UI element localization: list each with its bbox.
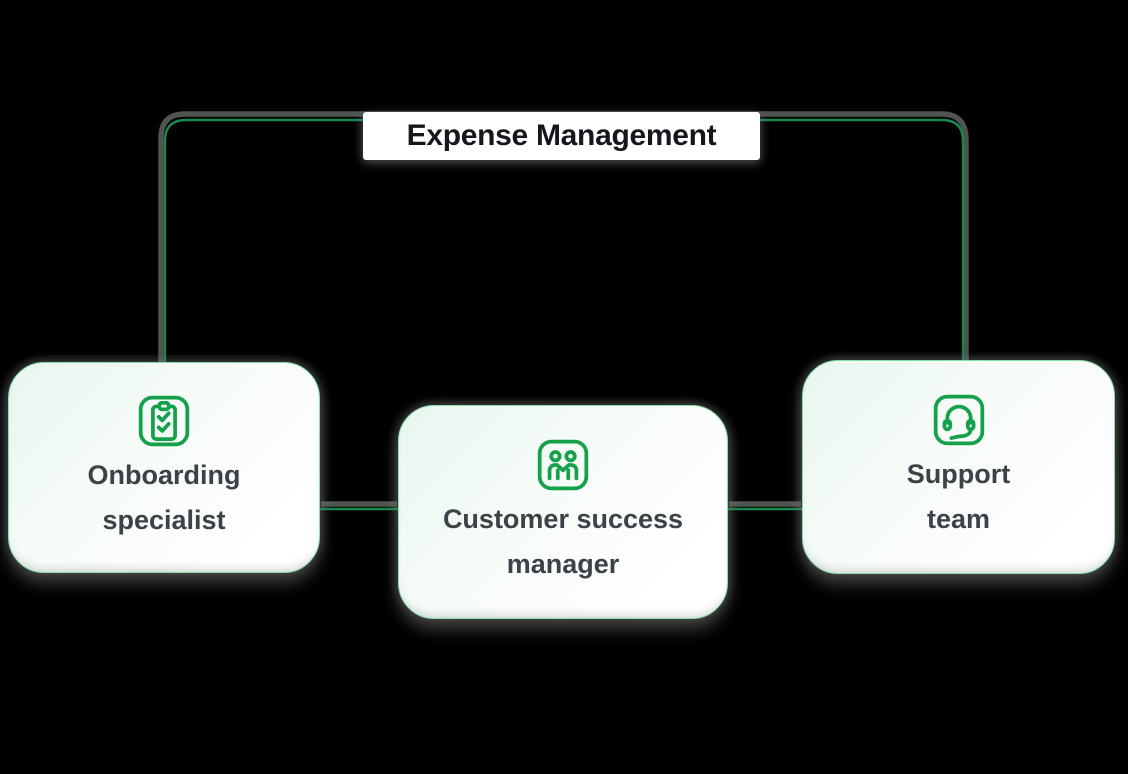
node-label: Onboarding specialist: [88, 453, 241, 543]
node-card-customer-success-manager[interactable]: Customer success manager: [398, 405, 728, 619]
node-label: Customer success manager: [443, 497, 683, 587]
node-label-line2: specialist: [102, 505, 226, 535]
people-pair-icon: [537, 439, 589, 491]
node-label-line2: team: [926, 504, 990, 534]
node-card-onboarding-specialist[interactable]: Onboarding specialist: [8, 362, 320, 573]
diagram-title: Expense Management: [406, 119, 717, 152]
clipboard-check-icon: [138, 395, 190, 447]
title-node-expense-management[interactable]: Expense Management: [363, 112, 760, 160]
node-label-line1: Support: [906, 459, 1011, 489]
headset-icon: [933, 394, 984, 446]
node-card-support-team[interactable]: Support team: [802, 360, 1115, 574]
node-label: Support team: [907, 452, 1010, 542]
node-label-line2: manager: [506, 549, 620, 579]
node-label-line1: Onboarding: [87, 460, 241, 490]
node-label-line1: Customer success: [442, 504, 684, 534]
